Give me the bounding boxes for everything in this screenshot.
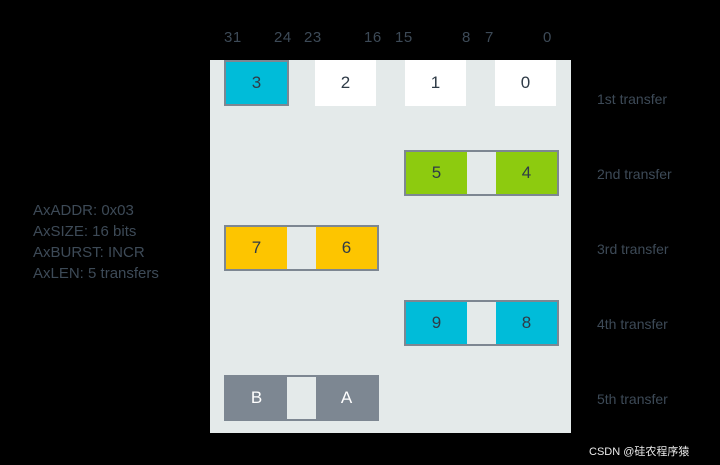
transfer-caption: 1st transfer [597, 91, 668, 107]
burst-parameter-line: AxADDR: 0x03 [33, 202, 134, 219]
byte-lane-cell: 0 [495, 60, 556, 106]
burst-parameter-line: AxLEN: 5 transfers [33, 265, 159, 282]
bit-label-24: 24 [274, 29, 292, 46]
burst-parameter-line: AxSIZE: 16 bits [33, 223, 137, 240]
byte-lane-gap [467, 152, 496, 194]
bit-label-8: 8 [462, 29, 471, 46]
transfer-caption: 4th transfer [597, 316, 668, 332]
byte-lane-cell: 3 [226, 62, 287, 104]
transfer-caption: 3rd transfer [597, 241, 669, 257]
byte-lane-gap [287, 377, 316, 419]
byte-lane-cell: 7 [226, 227, 287, 269]
bit-label-16: 16 [364, 29, 382, 46]
byte-lane-group: 2 [315, 60, 376, 106]
watermark-text: CSDN @硅农程序猿 [589, 446, 690, 458]
byte-lane-cell: A [316, 377, 377, 419]
byte-lane-gap [287, 227, 316, 269]
byte-lane-cell: 5 [406, 152, 467, 194]
bit-label-0: 0 [543, 29, 552, 46]
byte-lane-group: 1 [405, 60, 466, 106]
transfer-caption: 5th transfer [597, 391, 668, 407]
transfer-caption: 2nd transfer [597, 166, 672, 182]
byte-lane-cell: 4 [496, 152, 557, 194]
byte-lane-cell: 1 [405, 60, 466, 106]
byte-lane-gap [467, 302, 496, 344]
byte-lane-group: 3 [224, 60, 289, 106]
byte-lane-cell: B [226, 377, 287, 419]
burst-parameter-line: AxBURST: INCR [33, 244, 145, 261]
bit-label-31: 31 [224, 29, 242, 46]
byte-lane-cell: 8 [496, 302, 557, 344]
byte-lane-cell: 2 [315, 60, 376, 106]
byte-lane-group: 0 [495, 60, 556, 106]
bit-label-7: 7 [485, 29, 494, 46]
byte-lane-cell: 6 [316, 227, 377, 269]
bit-label-15: 15 [395, 29, 413, 46]
bit-label-23: 23 [304, 29, 322, 46]
byte-lane-cell: 9 [406, 302, 467, 344]
